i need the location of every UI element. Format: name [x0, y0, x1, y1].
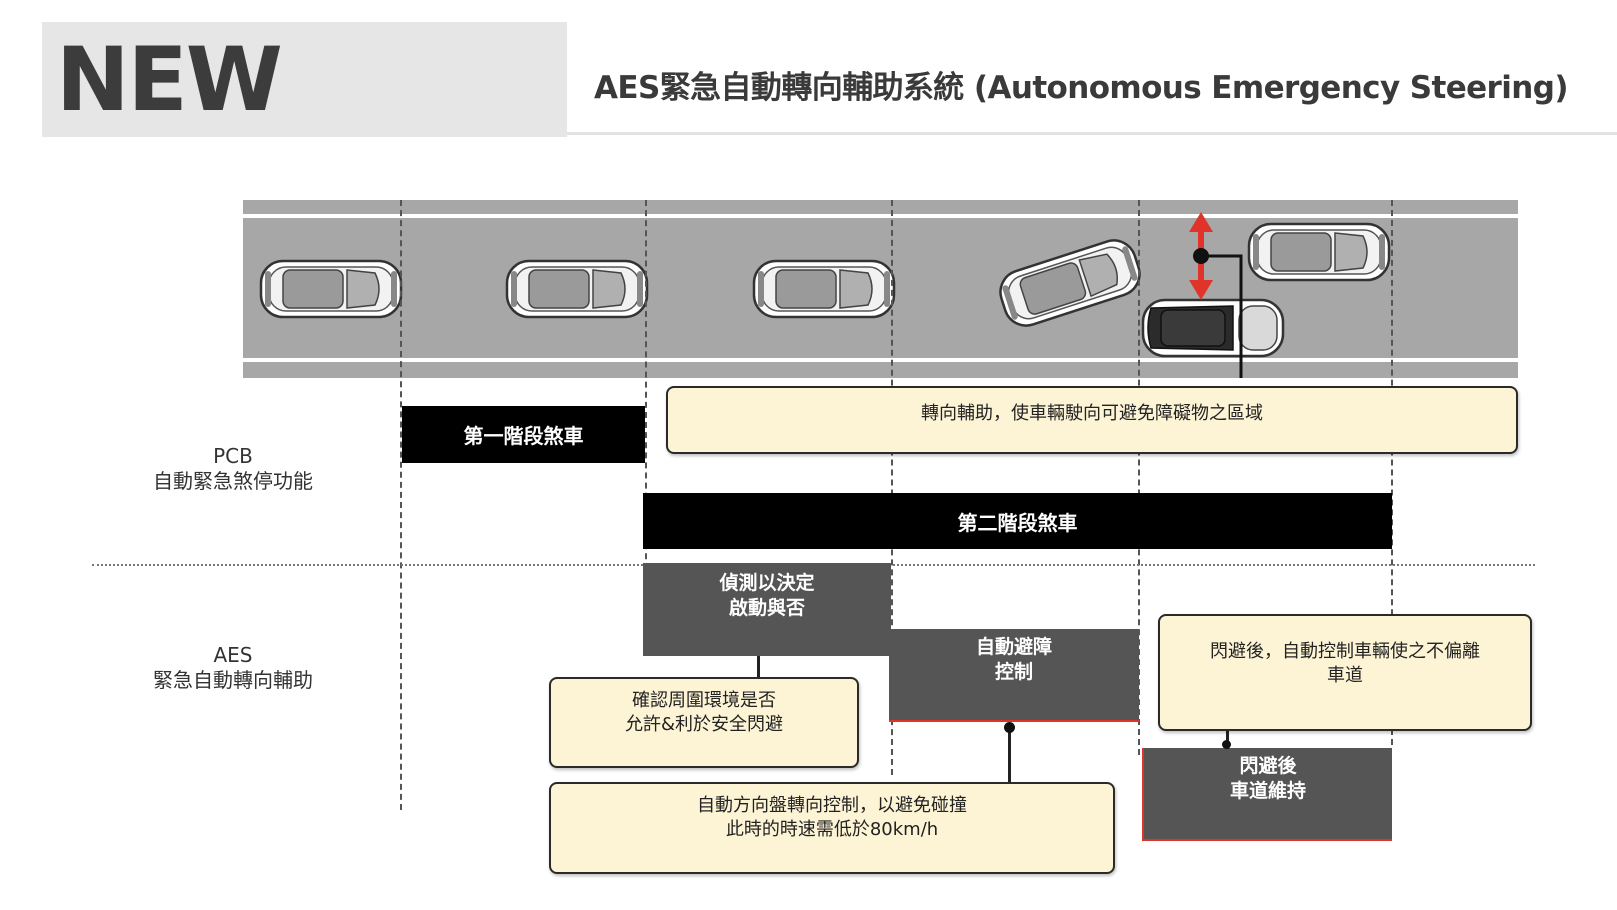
car-1 — [259, 259, 403, 319]
divider-5 — [1391, 200, 1393, 745]
avoid-line1: 自動避障 — [975, 636, 1052, 658]
road-edge-bottom — [243, 358, 1518, 362]
confirm-note: 確認周圍環境是否 允許&利於安全閃避 — [549, 677, 859, 768]
pcb-label-desc: 自動緊急煞停功能 — [153, 469, 313, 493]
after-avoid-line1: 閃避後，自動控制車輛使之不偏離 — [1210, 641, 1480, 662]
detect-box: 偵測以決定 啟動與否 — [643, 563, 891, 656]
lane-keep-line1: 閃避後 — [1239, 755, 1297, 777]
stage1-brake-bar: 第一階段煞車 — [402, 406, 645, 463]
confirm-line1: 確認周圍環境是否 — [631, 690, 776, 711]
confirm-line2: 允許&利於安全閃避 — [624, 714, 784, 735]
divider-1 — [400, 200, 402, 810]
pcb-label: PCB 自動緊急煞停功能 — [133, 444, 333, 494]
lane-change-arrow-icon — [1189, 212, 1243, 378]
stage2-brake-bar: 第二階段煞車 — [643, 493, 1392, 549]
divider-3 — [891, 200, 893, 775]
car-5-lane-changed — [1247, 222, 1391, 282]
avoid-box: 自動避障 控制 — [889, 629, 1139, 722]
steer-assist-note: 轉向輔助，使車輛駛向可避免障礙物之區域 — [666, 386, 1518, 454]
new-badge: NEW — [56, 28, 283, 131]
road-illustration — [243, 200, 1518, 378]
road-edge-top — [243, 214, 1518, 218]
detect-line2: 啟動與否 — [728, 597, 805, 619]
aes-label: AES 緊急自動轉向輔助 — [133, 643, 333, 693]
header-divider — [567, 132, 1617, 135]
auto-steer-line1: 自動方向盤轉向控制，以避免碰撞 — [697, 795, 967, 816]
after-avoid-line2: 車道 — [1327, 665, 1363, 686]
after-avoid-note: 閃避後，自動控制車輛使之不偏離 車道 — [1158, 614, 1532, 731]
detect-line1: 偵測以決定 — [719, 572, 815, 594]
divider-4 — [1138, 200, 1140, 755]
car-3 — [752, 259, 896, 319]
obstacle-car — [1141, 298, 1285, 358]
lane-keep-line2: 車道維持 — [1229, 780, 1306, 802]
car-2 — [505, 259, 649, 319]
steer-assist-text: 轉向輔助，使車輛駛向可避免障礙物之區域 — [921, 403, 1263, 424]
lane-keep-box: 閃避後 車道維持 — [1142, 748, 1392, 841]
after-connector-dot — [1222, 740, 1231, 749]
avoid-line2: 控制 — [994, 661, 1033, 683]
pcb-label-title: PCB — [213, 444, 253, 468]
aes-label-title: AES — [213, 643, 253, 667]
page-title: AES緊急自動轉向輔助系統 (Autonomous Emergency Stee… — [594, 70, 1569, 106]
detect-connector — [757, 656, 760, 678]
divider-2 — [645, 200, 647, 640]
new-banner — [42, 22, 567, 137]
avoid-connector-dot — [1004, 722, 1015, 733]
auto-steer-note: 自動方向盤轉向控制，以避免碰撞 此時的時速需低於80km/h — [549, 782, 1115, 874]
avoid-connector — [1008, 726, 1011, 782]
auto-steer-line2: 此時的時速需低於80km/h — [725, 819, 939, 840]
aes-label-desc: 緊急自動轉向輔助 — [153, 668, 313, 692]
